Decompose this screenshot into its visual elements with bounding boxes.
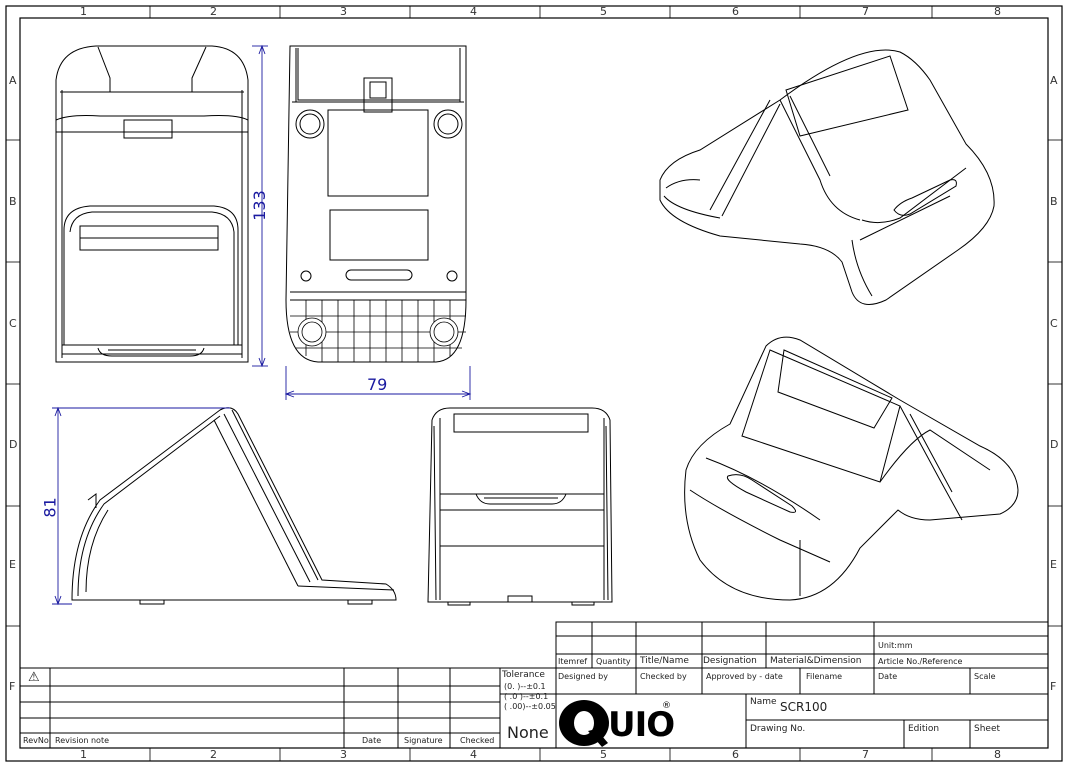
col-label-2-bottom: 2 [210,748,217,761]
zone-ticks [6,6,1062,761]
material-label: Material&Dimension [770,656,862,666]
row-label-a: A [9,74,17,87]
row-label-d-right: D [1050,438,1059,451]
scale-label: Scale [974,672,996,681]
approved-by-label: Approved by - date [706,672,783,681]
iso-view-top-right [659,49,995,305]
col-label-5-bottom: 5 [600,748,607,761]
col-label-2: 2 [210,5,217,18]
quantity-label: Quantity [596,657,631,666]
col-label-6-bottom: 6 [732,748,739,761]
tolerance-line-1: (0. )--±0.1 [504,682,546,691]
article-label: Article No./Reference [878,657,963,666]
designed-by-label: Designed by [558,672,608,681]
drawing-no-label: Drawing No. [750,724,806,734]
dimension-133-label: 133 [249,190,269,221]
quio-logo: UIO ® [558,697,675,749]
revno-label: RevNo [23,736,49,745]
name-label: Name [750,697,777,707]
signature-label: Signature [404,736,443,745]
registered-mark: ® [662,701,671,711]
itemref-label: Itemref [558,657,588,666]
date-label: Date [878,672,898,681]
quio-logo-mark [559,700,609,747]
inner-frame [19,17,1049,749]
tolerance-value: None [507,723,549,742]
checked-by-label: Checked by [640,672,687,681]
col-label-8-bottom: 8 [994,748,1001,761]
outer-frame [5,5,1063,762]
unit-label: Unit:mm [878,641,913,650]
col-label-7: 7 [862,5,869,18]
col-label-8: 8 [994,5,1001,18]
row-label-f: F [9,680,16,693]
logo-text: UIO [608,705,675,745]
row-label-d: D [9,438,18,451]
logo-text-tail: UIO [608,705,675,745]
dimension-133 [252,44,268,368]
col-label-1: 1 [80,5,87,18]
designation-label: Designation [703,656,757,666]
dimension-81 [52,406,230,606]
title-block-grid [499,621,1049,749]
sheet-label: Sheet [974,724,1001,734]
col-label-6: 6 [732,5,739,18]
warning-icon: ⚠ [28,670,40,685]
revision-note-label: Revision note [55,736,109,745]
row-label-e-right: E [1050,558,1057,571]
edition-label: Edition [908,724,940,734]
col-label-7-bottom: 7 [862,748,869,761]
dimension-81-label: 81 [40,497,60,518]
col-label-3-bottom: 3 [340,748,347,761]
bottom-view [285,45,467,363]
tolerance-title: Tolerance [502,670,545,680]
row-label-e: E [9,558,16,571]
row-label-b-right: B [1050,195,1058,208]
row-label-b: B [9,195,17,208]
row-label-a-right: A [1050,74,1058,87]
revision-block-grid [20,667,500,748]
row-label-f-right: F [1050,680,1057,693]
rear-view [427,407,613,606]
col-label-3: 3 [340,5,347,18]
iso-view-bottom-right [684,336,1019,601]
bottom-grid-ribs [290,300,466,362]
tolerance-line-3: ( .00)--±0.05 [504,702,556,711]
front-view [55,45,249,363]
row-label-c-right: C [1050,317,1058,330]
col-label-4-bottom: 4 [470,748,477,761]
col-label-1-bottom: 1 [80,748,87,761]
title-name-label: Title/Name [640,656,689,666]
dimension-79-label: 79 [367,375,388,394]
dimension-79 [284,366,472,400]
rev-checked-label: Checked [460,736,495,745]
name-value: SCR100 [780,700,828,714]
row-label-c: C [9,317,17,330]
tolerance-line-2: ( .0 )--±0.1 [504,692,549,701]
col-label-4: 4 [470,5,477,18]
col-label-5: 5 [600,5,607,18]
filename-label: Filename [806,672,843,681]
rev-date-label: Date [362,736,382,745]
side-view [71,407,397,605]
